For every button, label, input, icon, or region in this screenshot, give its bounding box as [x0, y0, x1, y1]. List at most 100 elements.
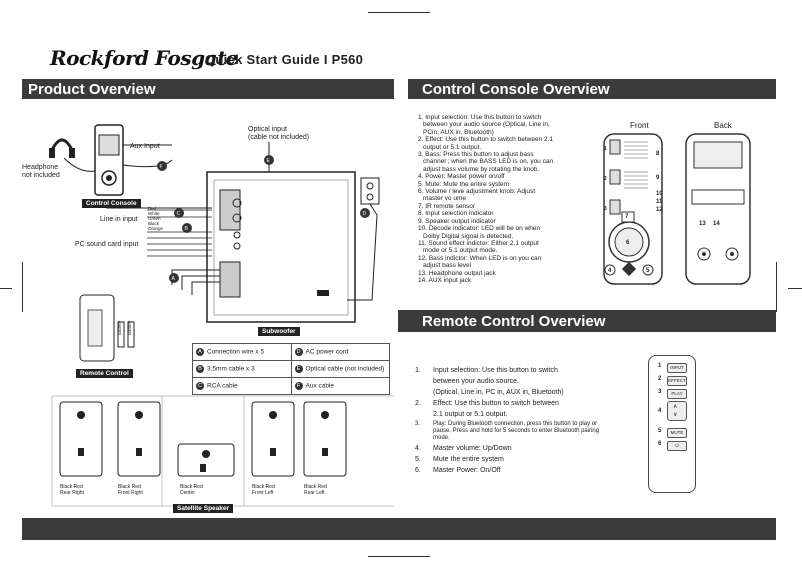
list-item: 7. IR remote sensor — [418, 202, 476, 210]
console-callout-5: 5 — [646, 268, 650, 274]
legend-text: Aux cable — [305, 382, 335, 390]
console-callout-7: 7 — [625, 214, 629, 220]
volume-down-icon: ∨ — [673, 412, 678, 418]
list-item: adjust bass level — [423, 262, 472, 270]
legend-badge: A — [196, 348, 204, 356]
subwoofer-label: Subwoofer — [258, 327, 300, 336]
list-item: channel ; when the BASS LED is on, you c… — [423, 158, 554, 166]
speaker-rear-left-label: Black Red Rear Left — [304, 484, 327, 496]
speaker-front-left-label: Black Red Front Left — [252, 484, 275, 496]
headphone-icon — [50, 138, 74, 151]
legend-text: Connection wire x 5 — [207, 348, 265, 356]
console-callout-14: 14 — [713, 221, 720, 227]
list-item: 14. AUX input jack — [418, 276, 472, 284]
wire-label-red: Red — [148, 206, 157, 211]
optical-input-label: Optical input — [248, 126, 287, 133]
crop-mark-left — [0, 288, 12, 289]
console-callout-13: 13 — [699, 221, 706, 227]
list-item: 2.Effect: Use this button to switch betw… — [415, 400, 559, 407]
remote-control-label: Remote Control — [76, 369, 133, 378]
svg-text:D: D — [363, 211, 367, 217]
crop-mark-bottom — [368, 556, 430, 557]
remote-effect-button: EFFECT — [667, 376, 687, 386]
list-item: 6.Master Power: On/Off — [415, 467, 501, 474]
crop-mark-top — [368, 12, 430, 13]
remote-volume-button: ∧ ∨ — [667, 401, 687, 421]
list-item: 5. Mute: Mute the entire system — [418, 180, 510, 188]
list-item: 5.Mute the entire system — [415, 456, 504, 463]
svg-text:F: F — [160, 164, 163, 170]
list-item: 3.Play: During Bluetooth connection, pre… — [415, 421, 600, 441]
list-item: Dolby Digital signal is detected. — [423, 232, 514, 240]
legend-badge: C — [196, 382, 204, 390]
list-item: mode or 5.1 output mode. — [423, 247, 498, 255]
wire-label-white: White — [148, 211, 160, 216]
legend-text: 3.5mm cable x 3 — [207, 365, 255, 373]
remote-callout-2: 2 — [658, 376, 662, 382]
crop-mark-right — [788, 288, 802, 289]
speaker-center-label: Black Red Center — [180, 484, 203, 496]
list-item: 12. Bass indictor: When LED is on you ca… — [418, 254, 542, 262]
console-front-label: Front — [630, 121, 649, 130]
guide-title: Quick Start Guide I P560 — [205, 52, 364, 67]
svg-text:B: B — [185, 226, 189, 232]
console-callout-8: 8 — [656, 151, 660, 157]
aux-input-label: Aux Input — [130, 143, 160, 150]
remote-callout-1: 1 — [658, 363, 662, 369]
section-title-product-overview: Product Overview — [28, 81, 156, 98]
remote-power-button: ⏻ — [667, 441, 687, 451]
legend-text: Optical cable (not included) — [305, 365, 385, 373]
remote-callout-3: 3 — [658, 389, 662, 395]
product-overview-band: Product Overview — [22, 79, 394, 99]
wire-color-labels: Red White Green Black Orange — [148, 206, 163, 231]
crop-mark-left-v — [22, 262, 23, 312]
remote-control-band: Remote Control Overview — [398, 310, 776, 332]
console-callout-9: 9 — [656, 175, 660, 181]
list-item: 13. Headphone output jack — [418, 269, 496, 277]
control-console-band: Control Console Overview — [408, 79, 776, 99]
console-back-label: Back — [714, 121, 732, 130]
headphone-not-included-label: not included — [22, 172, 60, 179]
wire-label-orange: Orange — [148, 226, 164, 231]
list-item: 11. Sound effect indictor: Either 2.1 ou… — [418, 239, 539, 247]
remote-callout-4: 4 — [658, 408, 662, 414]
line-in-input-label: Line in input — [100, 216, 138, 223]
console-callout-6: 6 — [626, 240, 630, 246]
svg-text:C: C — [177, 211, 181, 217]
console-front-back-diagram — [603, 133, 751, 285]
control-console-list: 1. Input selection: Use this button to s… — [418, 114, 588, 284]
remote-control-list: 1.Input selection: Use this button to sw… — [415, 366, 605, 477]
headphone-label: Headphone — [22, 164, 59, 171]
list-item: adjust bass volume by rotating the knob. — [423, 165, 540, 173]
legend-badge: E — [294, 365, 303, 373]
optical-input-sublabel: (cable not included) — [248, 134, 310, 141]
legend-badge: D — [294, 348, 303, 356]
volume-up-icon: ∧ — [673, 404, 678, 410]
list-item: output or 5.1 output. — [423, 143, 482, 151]
list-item: between your audio source. — [433, 378, 519, 385]
list-item: 2.1 output or 5.1 output. — [433, 411, 508, 418]
speaker-rear-right-label: Black Red Rear Right — [60, 484, 84, 496]
wire-label-black: Black — [148, 221, 160, 226]
remote-mute-button: MUTE — [667, 428, 687, 438]
list-item: (Optical, Line in, PC in, AUX in, Blueto… — [433, 389, 564, 396]
remote-callout-5: 5 — [658, 428, 662, 434]
legend-badge: B — [196, 365, 204, 373]
satellite-speaker-label: Satellite Speaker — [173, 504, 234, 513]
product-wiring-diagram: F E C B A D — [49, 124, 394, 507]
crop-mark-right-v — [776, 262, 777, 312]
list-item: 9. Speaker output indicator — [418, 217, 496, 225]
satellite-speaker-group — [59, 401, 347, 477]
remote-play-button: PLAY — [667, 389, 687, 399]
svg-text:E: E — [267, 158, 271, 164]
svg-text:A: A — [172, 276, 176, 282]
section-title-control-console: Control Console Overview — [422, 81, 610, 98]
list-item: 1. Input selection: Use this button to s… — [418, 114, 542, 121]
list-item: 2. Effect: Use this button to switch bet… — [418, 136, 554, 144]
remote-input-button: INPUT — [667, 363, 687, 373]
list-item: between your audio source (Optical, Line… — [423, 121, 550, 129]
pc-sound-card-input-label: PC sound card input — [75, 241, 139, 248]
